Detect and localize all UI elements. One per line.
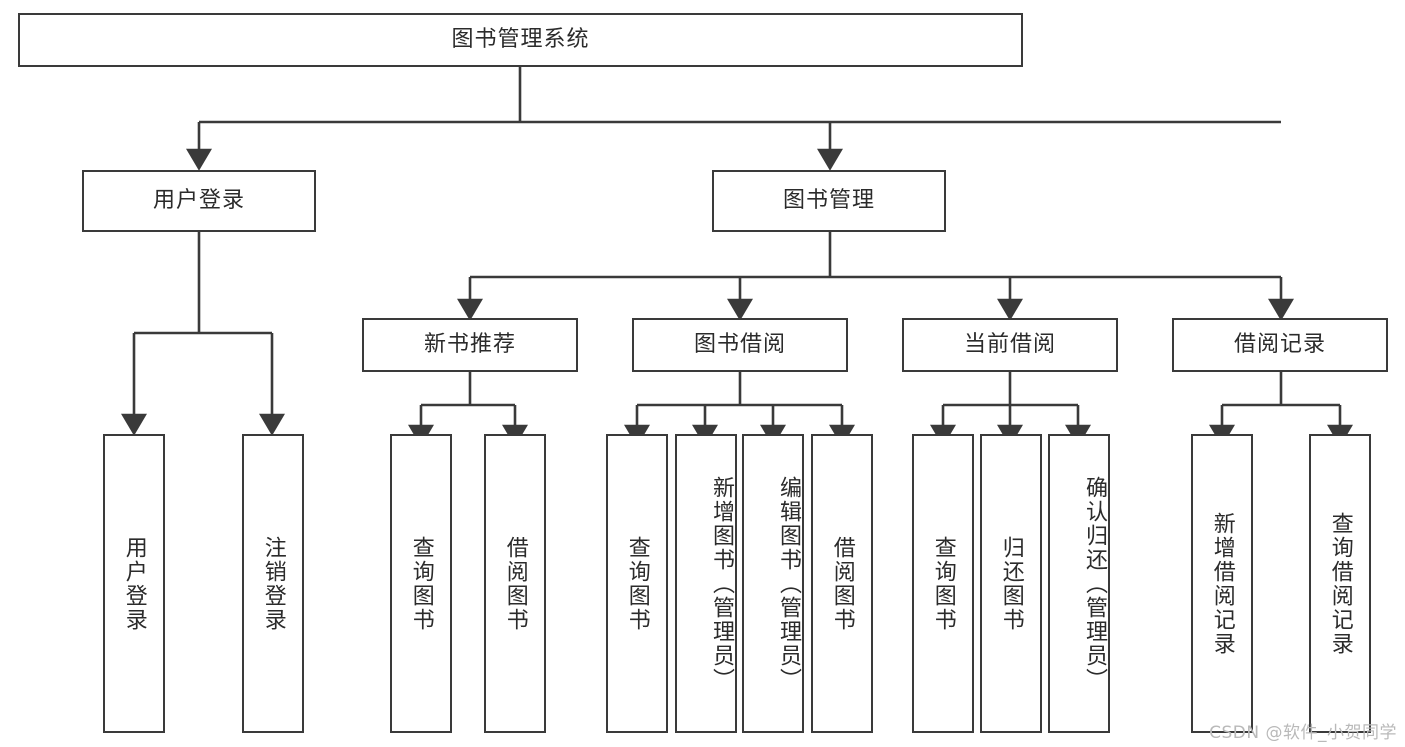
node-borrow-record-label: 借阅记录 bbox=[1233, 331, 1326, 357]
leaf-new-book-query-label: 查询图书 bbox=[408, 535, 434, 632]
leaf-current-confirm-return-label: 确认归还（管理员） bbox=[1082, 475, 1107, 692]
leaf-borrow-query-book[interactable]: 查询图书 bbox=[606, 434, 668, 733]
leaf-new-book-borrow-label: 借阅图书 bbox=[502, 535, 528, 632]
node-borrow-record[interactable]: 借阅记录 bbox=[1172, 318, 1388, 372]
leaf-user-login-login[interactable]: 用户登录 bbox=[103, 434, 165, 733]
leaf-current-query-book-label: 查询图书 bbox=[930, 535, 956, 632]
leaf-user-login-login-label: 用户登录 bbox=[121, 535, 147, 632]
leaf-record-add[interactable]: 新增借阅记录 bbox=[1191, 434, 1253, 733]
leaf-borrow-borrow-book-label: 借阅图书 bbox=[829, 535, 855, 632]
leaf-borrow-edit-book[interactable]: 编辑图书（管理员） bbox=[742, 434, 804, 733]
node-current-borrow[interactable]: 当前借阅 bbox=[902, 318, 1118, 372]
leaf-borrow-add-book-label: 新增图书（管理员） bbox=[709, 475, 734, 692]
leaf-current-return-book-label: 归还图书 bbox=[998, 535, 1024, 632]
leaf-record-add-label: 新增借阅记录 bbox=[1209, 511, 1235, 656]
leaf-borrow-edit-book-label: 编辑图书（管理员） bbox=[776, 475, 801, 692]
leaf-borrow-borrow-book[interactable]: 借阅图书 bbox=[811, 434, 873, 733]
node-current-borrow-label: 当前借阅 bbox=[963, 331, 1056, 357]
node-book-borrow[interactable]: 图书借阅 bbox=[632, 318, 848, 372]
leaf-new-book-query[interactable]: 查询图书 bbox=[390, 434, 452, 733]
node-book-management-label: 图书管理 bbox=[782, 187, 875, 213]
node-new-book-recommend-label: 新书推荐 bbox=[423, 331, 516, 357]
leaf-borrow-add-book[interactable]: 新增图书（管理员） bbox=[675, 434, 737, 733]
leaf-record-query[interactable]: 查询借阅记录 bbox=[1309, 434, 1371, 733]
node-book-borrow-label: 图书借阅 bbox=[693, 331, 786, 357]
node-user-login[interactable]: 用户登录 bbox=[82, 170, 316, 232]
node-book-management[interactable]: 图书管理 bbox=[712, 170, 946, 232]
node-root-label: 图书管理系统 bbox=[451, 26, 590, 52]
leaf-current-query-book[interactable]: 查询图书 bbox=[912, 434, 974, 733]
leaf-current-return-book[interactable]: 归还图书 bbox=[980, 434, 1042, 733]
leaf-new-book-borrow[interactable]: 借阅图书 bbox=[484, 434, 546, 733]
leaf-current-confirm-return[interactable]: 确认归还（管理员） bbox=[1048, 434, 1110, 733]
node-new-book-recommend[interactable]: 新书推荐 bbox=[362, 318, 578, 372]
leaf-user-login-logout-label: 注销登录 bbox=[260, 535, 286, 632]
node-user-login-label: 用户登录 bbox=[152, 187, 245, 213]
node-root[interactable]: 图书管理系统 bbox=[18, 13, 1023, 67]
leaf-user-login-logout[interactable]: 注销登录 bbox=[242, 434, 304, 733]
leaf-borrow-query-book-label: 查询图书 bbox=[624, 535, 650, 632]
leaf-record-query-label: 查询借阅记录 bbox=[1327, 511, 1353, 656]
